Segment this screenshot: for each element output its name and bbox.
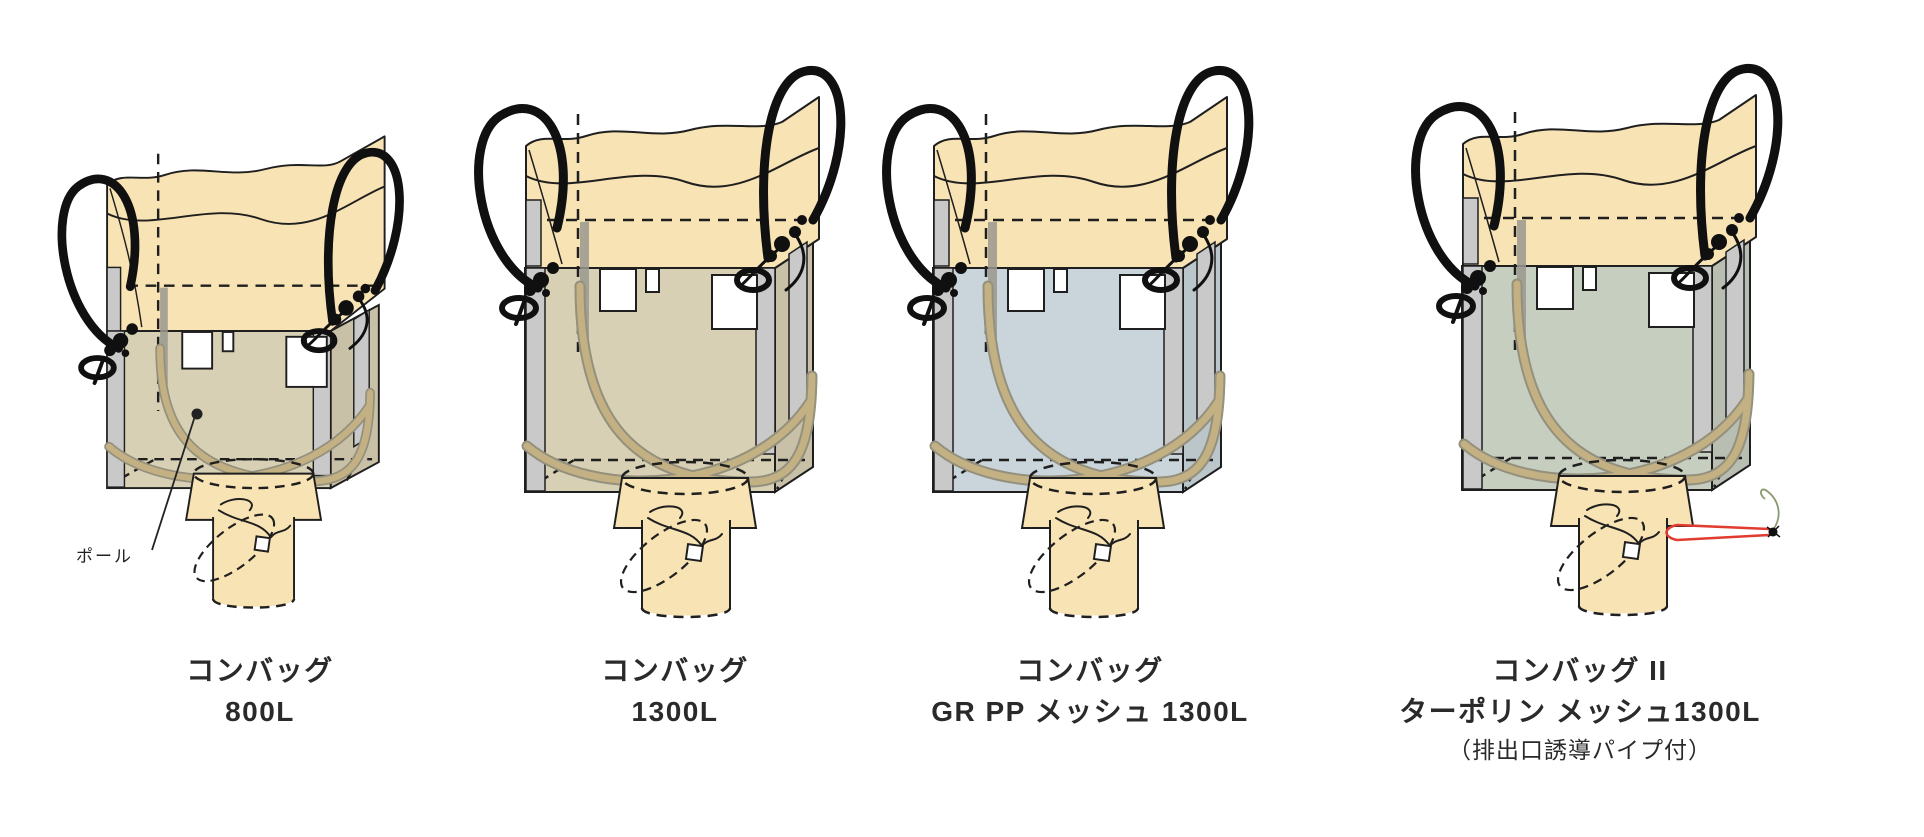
- product-name-line: コンバッグ II: [1492, 655, 1668, 686]
- product-note-line: （排出口誘導パイプ付）: [1448, 737, 1712, 763]
- product-name-tarpaulin-mesh-1300l: コンバッグ II ターポリン メッシュ1300L （排出口誘導パイプ付）: [1360, 650, 1800, 768]
- pole-callout-label: ポール: [76, 547, 133, 566]
- product-size-line: 1300L: [631, 696, 719, 727]
- product-name-line: コンバッグ: [601, 655, 749, 686]
- product-name-800l: コンバッグ 800L: [40, 650, 480, 732]
- pole-callout-line: [151, 408, 203, 551]
- product-name-grpp-mesh-1300l: コンバッグ GR PP メッシュ 1300L: [870, 650, 1310, 732]
- bag-illustration-grpp-mesh-1300l: [858, 50, 1298, 630]
- product-name-line: コンバッグ: [1016, 655, 1164, 686]
- product-size-line: GR PP メッシュ 1300L: [931, 696, 1249, 727]
- product-size-line: ターポリン メッシュ1300L: [1399, 696, 1761, 727]
- product-name-1300l: コンバッグ 1300L: [455, 650, 895, 732]
- product-name-line: コンバッグ: [186, 655, 334, 686]
- product-size-line: 800L: [225, 696, 295, 727]
- bag-illustration-1300l: [450, 50, 890, 630]
- discharge-guide-pipe: [1665, 488, 1781, 542]
- bag-illustration-tarpaulin-mesh-1300l: [1378, 48, 1836, 628]
